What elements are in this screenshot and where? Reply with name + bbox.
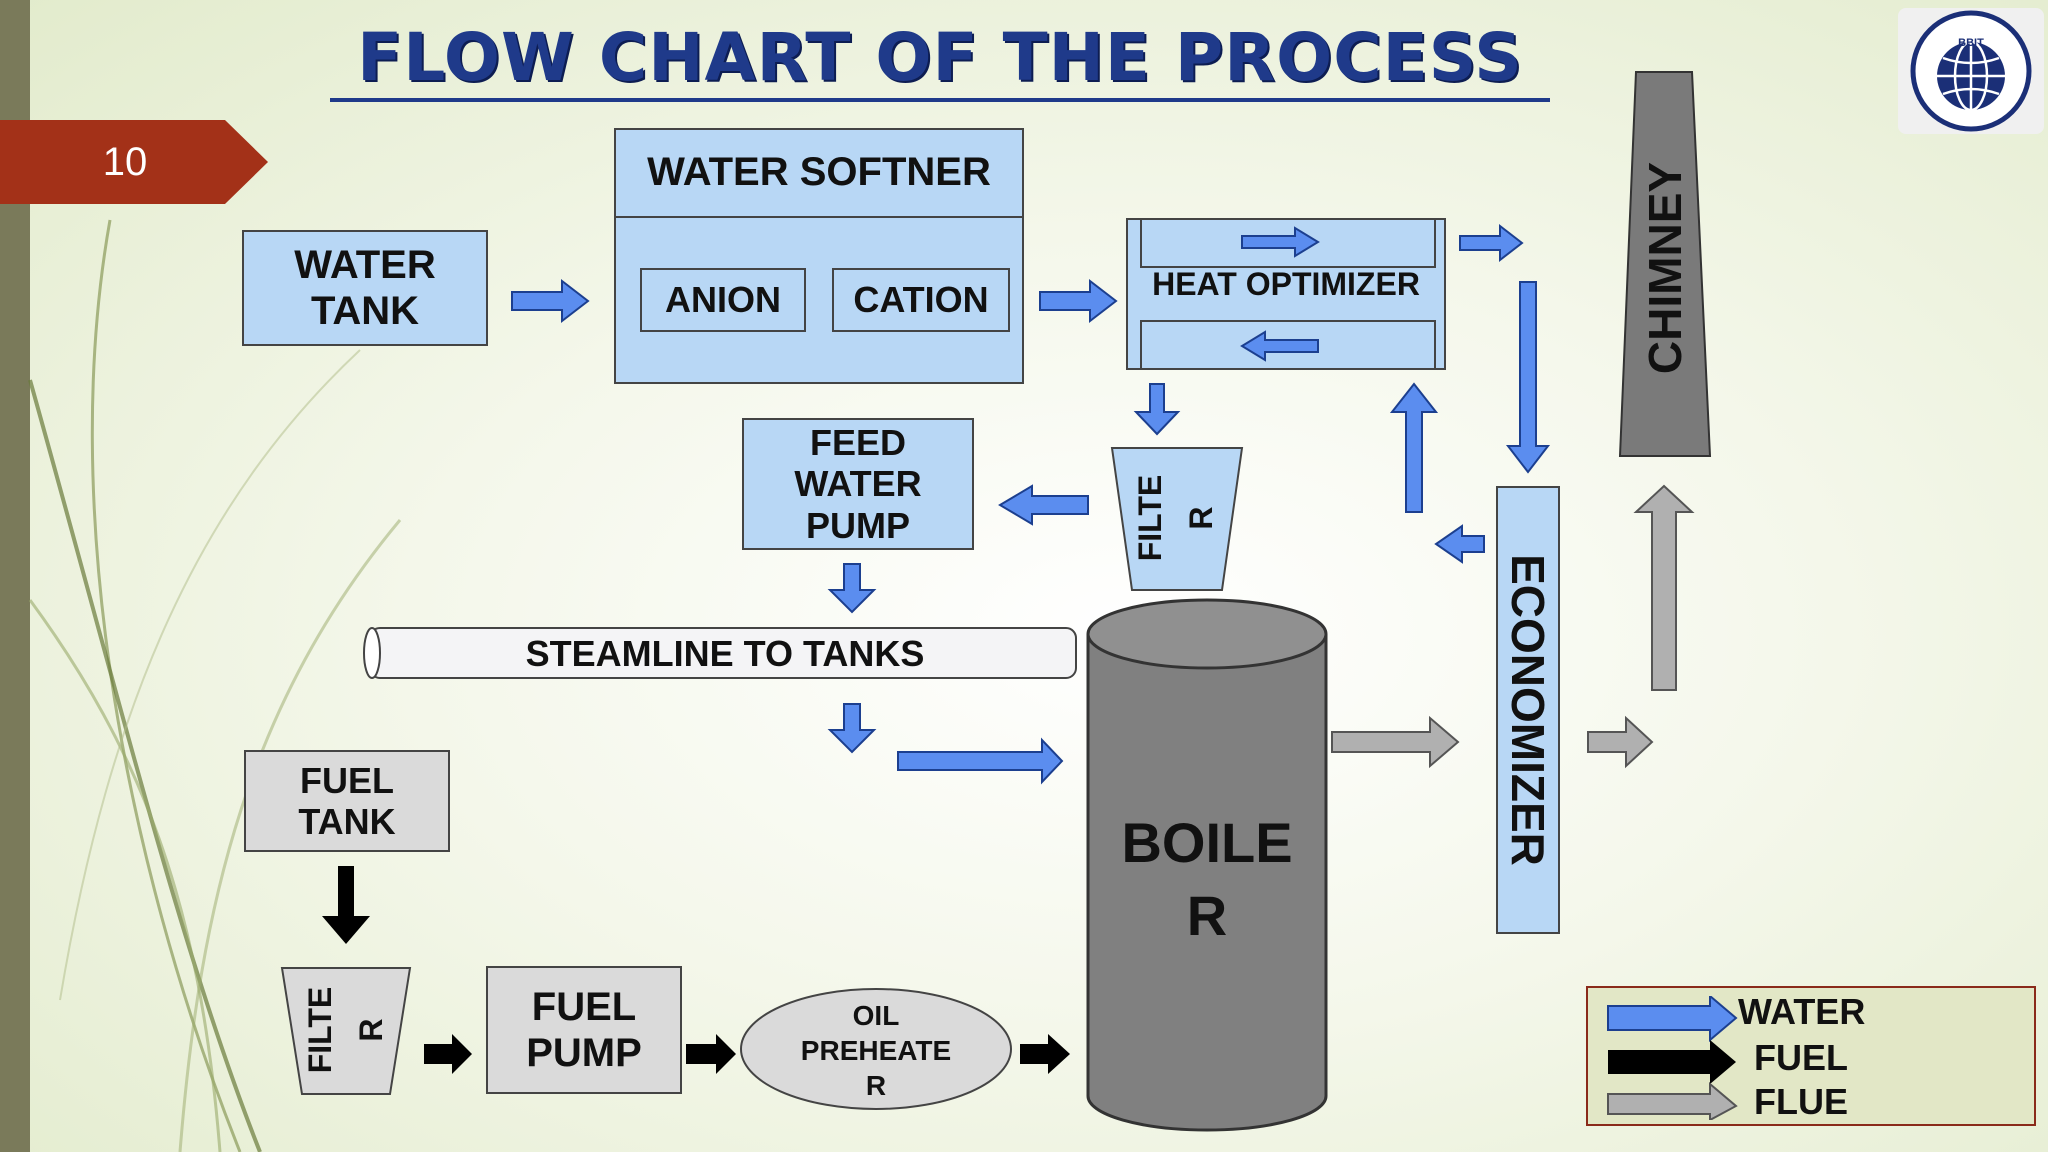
economizer-box: [1496, 486, 1560, 934]
logo-abbr: BBIT: [1958, 37, 1984, 49]
page-title: FLOW CHART OF THE PROCESS: [330, 22, 1550, 102]
arrow-up-to-chimney: [1633, 484, 1695, 691]
arrow-to-boiler: [897, 737, 1064, 785]
legend-flue-arrow: [1607, 1081, 1738, 1120]
feed-water-pump-box: FEED WATER PUMP: [742, 418, 974, 550]
legend: WATER FUEL FLUE: [1586, 986, 2036, 1126]
oil-preheater-label: OIL PREHEATE R: [800, 999, 952, 1101]
arrow-fueltank-down: [322, 866, 370, 944]
heat-optimizer-top-chamber: [1140, 218, 1436, 268]
arrow-filter-to-pump: [998, 484, 1089, 526]
fuel-pump-box: FUEL PUMP: [486, 966, 682, 1094]
water-softner-box: [614, 128, 1024, 384]
chimney-label: CHIMNEY: [1639, 161, 1691, 375]
filter-top-shape: [1110, 447, 1244, 591]
heat-optimizer-bottom-chamber: [1140, 320, 1436, 370]
filter-bottom-shape: [280, 967, 412, 1095]
anion-box: ANION: [640, 268, 806, 332]
steamline-label: STEAMLINE TO TANKS: [525, 633, 925, 674]
arrow-optimizer-out: [1459, 223, 1524, 263]
boiler-label: BOILE R: [1121, 811, 1293, 947]
arrow-economizer-back: [1434, 524, 1485, 564]
slide-number-tag: [0, 120, 268, 204]
steamline-pipe: [363, 627, 1077, 679]
arrow-tank-to-softner: [511, 278, 590, 324]
filter-bottom-label: FILTE R: [301, 986, 389, 1074]
oil-preheater-ellipse: [740, 988, 1012, 1110]
water-softner-label: WATER SOFTNER: [614, 128, 1024, 218]
legend-fuel-label: FUEL: [1754, 1037, 1848, 1078]
arrow-filter-to-fuelpump: [424, 1034, 472, 1074]
cation-box: CATION: [832, 268, 1010, 332]
legend-swatches: [1607, 996, 1738, 1120]
arrow-steamline-down: [827, 703, 877, 754]
arrow-preheater-to-boiler: [1020, 1034, 1070, 1074]
heat-optimizer-label: HEAT OPTIMIZER: [1152, 265, 1420, 302]
arrow-up-to-optimizer: [1389, 382, 1439, 513]
legend-fuel-arrow: [1608, 1040, 1736, 1084]
arrow-optimizer-to-filter: [1133, 383, 1181, 436]
arrow-fuelpump-to-preheater: [686, 1034, 736, 1074]
legend-flue-label: FLUE: [1754, 1081, 1848, 1122]
institute-logo: BBIT: [1898, 8, 2044, 134]
boiler-cylinder: [1086, 598, 1328, 1132]
water-tank-box: WATER TANK: [242, 230, 488, 346]
arrow-economizer-to-chimney: [1587, 715, 1654, 769]
arrow-boiler-to-economizer: [1331, 715, 1460, 769]
fuel-tank-box: FUEL TANK: [244, 750, 450, 852]
arrow-pump-down: [827, 563, 877, 614]
legend-water-arrow: [1607, 996, 1738, 1043]
legend-water-label: WATER: [1738, 991, 1866, 1032]
chimney-shape: [1618, 71, 1712, 457]
arrow-down-to-economizer: [1505, 281, 1551, 474]
economizer-label: ECONOMIZER: [1502, 554, 1554, 866]
filter-top-label: FILTE R: [1131, 474, 1219, 562]
arrow-softner-to-optimizer: [1039, 278, 1118, 324]
slide-number: 10: [102, 139, 148, 184]
